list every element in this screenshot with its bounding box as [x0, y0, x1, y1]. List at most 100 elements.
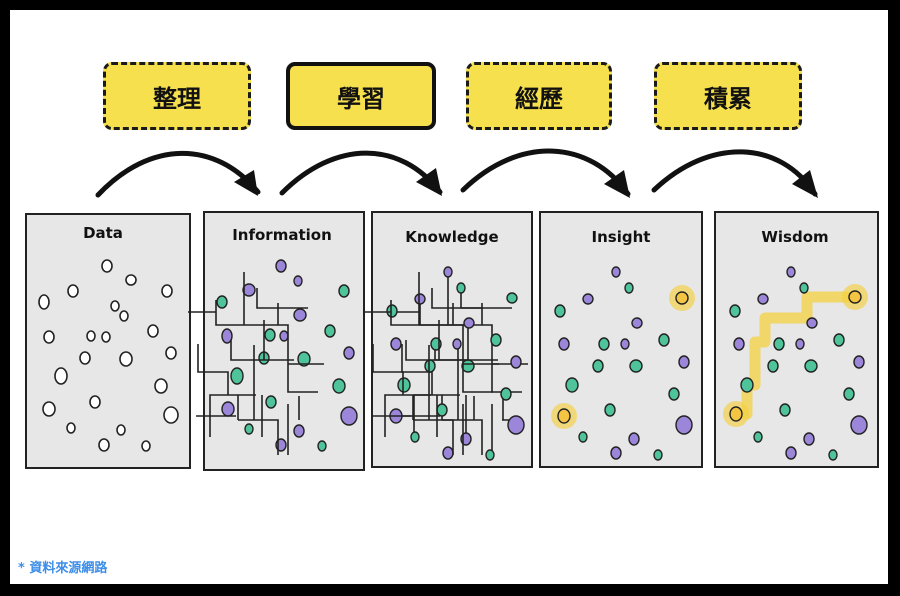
insight-node [565, 377, 579, 393]
wisdom-node [779, 403, 791, 417]
wisdom-node [785, 446, 797, 460]
info-dot [293, 308, 307, 322]
insight-node [658, 333, 670, 347]
insight-node [631, 317, 643, 329]
knowledge-node [397, 377, 411, 393]
data-dot [116, 424, 126, 436]
info-dot [340, 406, 358, 426]
info-dot [221, 401, 235, 417]
panel-title-knowledge: Knowledge [405, 228, 498, 246]
insight-node [604, 403, 616, 417]
insight-node [668, 387, 680, 401]
insight-node [624, 282, 634, 294]
wisdom-node [786, 266, 796, 278]
step-tag-organize: 整理 [103, 62, 251, 130]
insight-network [188, 272, 324, 455]
flow-arrows [95, 148, 818, 198]
insight-node [610, 446, 622, 460]
info-dot [279, 330, 289, 342]
data-dot [101, 259, 113, 273]
info-dot [216, 295, 228, 309]
insight-node [598, 337, 610, 351]
data-dot [98, 438, 110, 452]
data-dot [147, 324, 159, 338]
wisdom-node [806, 317, 818, 329]
knowledge-node [443, 266, 453, 278]
knowledge-node [452, 338, 462, 350]
info-dot [324, 324, 336, 338]
panel-title-insight: Insight [592, 228, 651, 246]
arrow-icon [651, 149, 818, 197]
knowledge-node [442, 446, 454, 460]
insight-node [675, 415, 693, 435]
info-dot [264, 328, 276, 342]
info-dot [317, 440, 327, 452]
wisdom-node [850, 415, 868, 435]
wisdom-node [757, 293, 769, 305]
wisdom-node [753, 431, 763, 443]
wisdom-node [795, 338, 805, 350]
arrow-head-icon [792, 170, 818, 198]
info-dot [275, 259, 287, 273]
knowledge-node [436, 403, 448, 417]
panel-title-information: Information [232, 226, 332, 244]
wisdom-node [828, 449, 838, 461]
data-dot [86, 330, 96, 342]
knowledge-node [386, 304, 398, 318]
wisdom-node [773, 337, 785, 351]
knowledge-node [500, 387, 512, 401]
info-dot [343, 346, 355, 360]
knowledge-node [463, 317, 475, 329]
info-dot [221, 328, 233, 344]
insight-node [554, 304, 566, 318]
arrow-icon [279, 150, 443, 196]
insight-node [629, 359, 643, 373]
data-dot [79, 351, 91, 365]
wisdom-node [804, 359, 818, 373]
knowledge-node [506, 292, 518, 304]
panel-title-data: Data [83, 224, 123, 242]
insight-node [628, 432, 640, 446]
step-tag-learn: 學習 [286, 62, 436, 130]
data-dot [42, 401, 56, 417]
wisdom-node [799, 282, 809, 294]
data-dots [38, 259, 179, 452]
data-dot [43, 330, 55, 344]
wisdom-path-highlight [730, 291, 861, 420]
data-dot [163, 406, 179, 424]
insight-node [582, 293, 594, 305]
knowledge-node [414, 293, 426, 305]
arrow-head-icon [416, 168, 442, 196]
wisdom-node [767, 359, 779, 373]
arrow-icon [95, 150, 261, 198]
wisdom-node [848, 290, 862, 304]
insight-node [558, 337, 570, 351]
info-dot [230, 367, 244, 385]
source-note: * 資料來源網路 [18, 561, 108, 576]
knowledge-node [456, 282, 466, 294]
insight-node [620, 338, 630, 350]
knowledge-node [424, 359, 436, 373]
data-dot [165, 346, 177, 360]
info-dot [244, 423, 254, 435]
step-tag-experience: 經歷 [466, 62, 612, 130]
wisdom-node [833, 333, 845, 347]
info-dot [338, 284, 350, 298]
data-dot [38, 294, 50, 310]
info-dot [332, 378, 346, 394]
info-dot [265, 395, 277, 409]
knowledge-node [410, 431, 420, 443]
arrow-head-icon [604, 170, 630, 198]
wisdom-node [729, 406, 743, 422]
wisdom-node [853, 355, 865, 369]
data-dot [66, 422, 76, 434]
wisdom-node [729, 304, 741, 318]
info-dot [293, 275, 303, 287]
info-dot [297, 351, 311, 367]
insight-node [578, 431, 588, 443]
panel-title-wisdom: Wisdom [761, 228, 828, 246]
wisdom-nodes [729, 266, 868, 461]
insight-nodes [554, 266, 693, 461]
data-dot [89, 395, 101, 409]
arrow-head-icon [234, 170, 258, 196]
